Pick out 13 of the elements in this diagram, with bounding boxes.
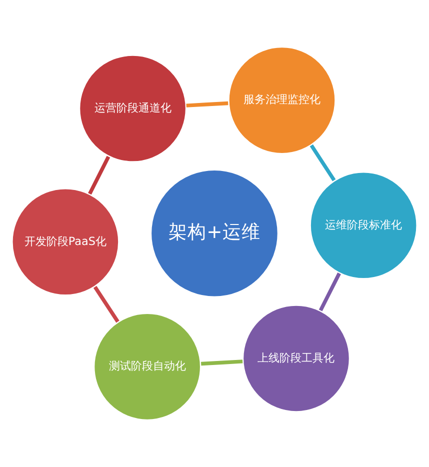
node-circle: 运维阶段标准化: [309, 170, 418, 280]
node-circle: 测试阶段自动化: [92, 312, 202, 422]
connector: [186, 101, 228, 108]
node-circle: 运营阶段通道化: [78, 54, 188, 163]
node-circle: 架构+运维: [150, 168, 280, 298]
node-circle: 服务治理监控化: [227, 46, 336, 155]
connector: [310, 144, 336, 182]
connector: [93, 286, 120, 323]
connector: [200, 360, 243, 366]
node-circle: 开发阶段PaaS化: [10, 187, 120, 296]
connector: [318, 272, 341, 312]
connector: [88, 156, 110, 195]
node-circle: 上线阶段工具化: [242, 304, 351, 413]
